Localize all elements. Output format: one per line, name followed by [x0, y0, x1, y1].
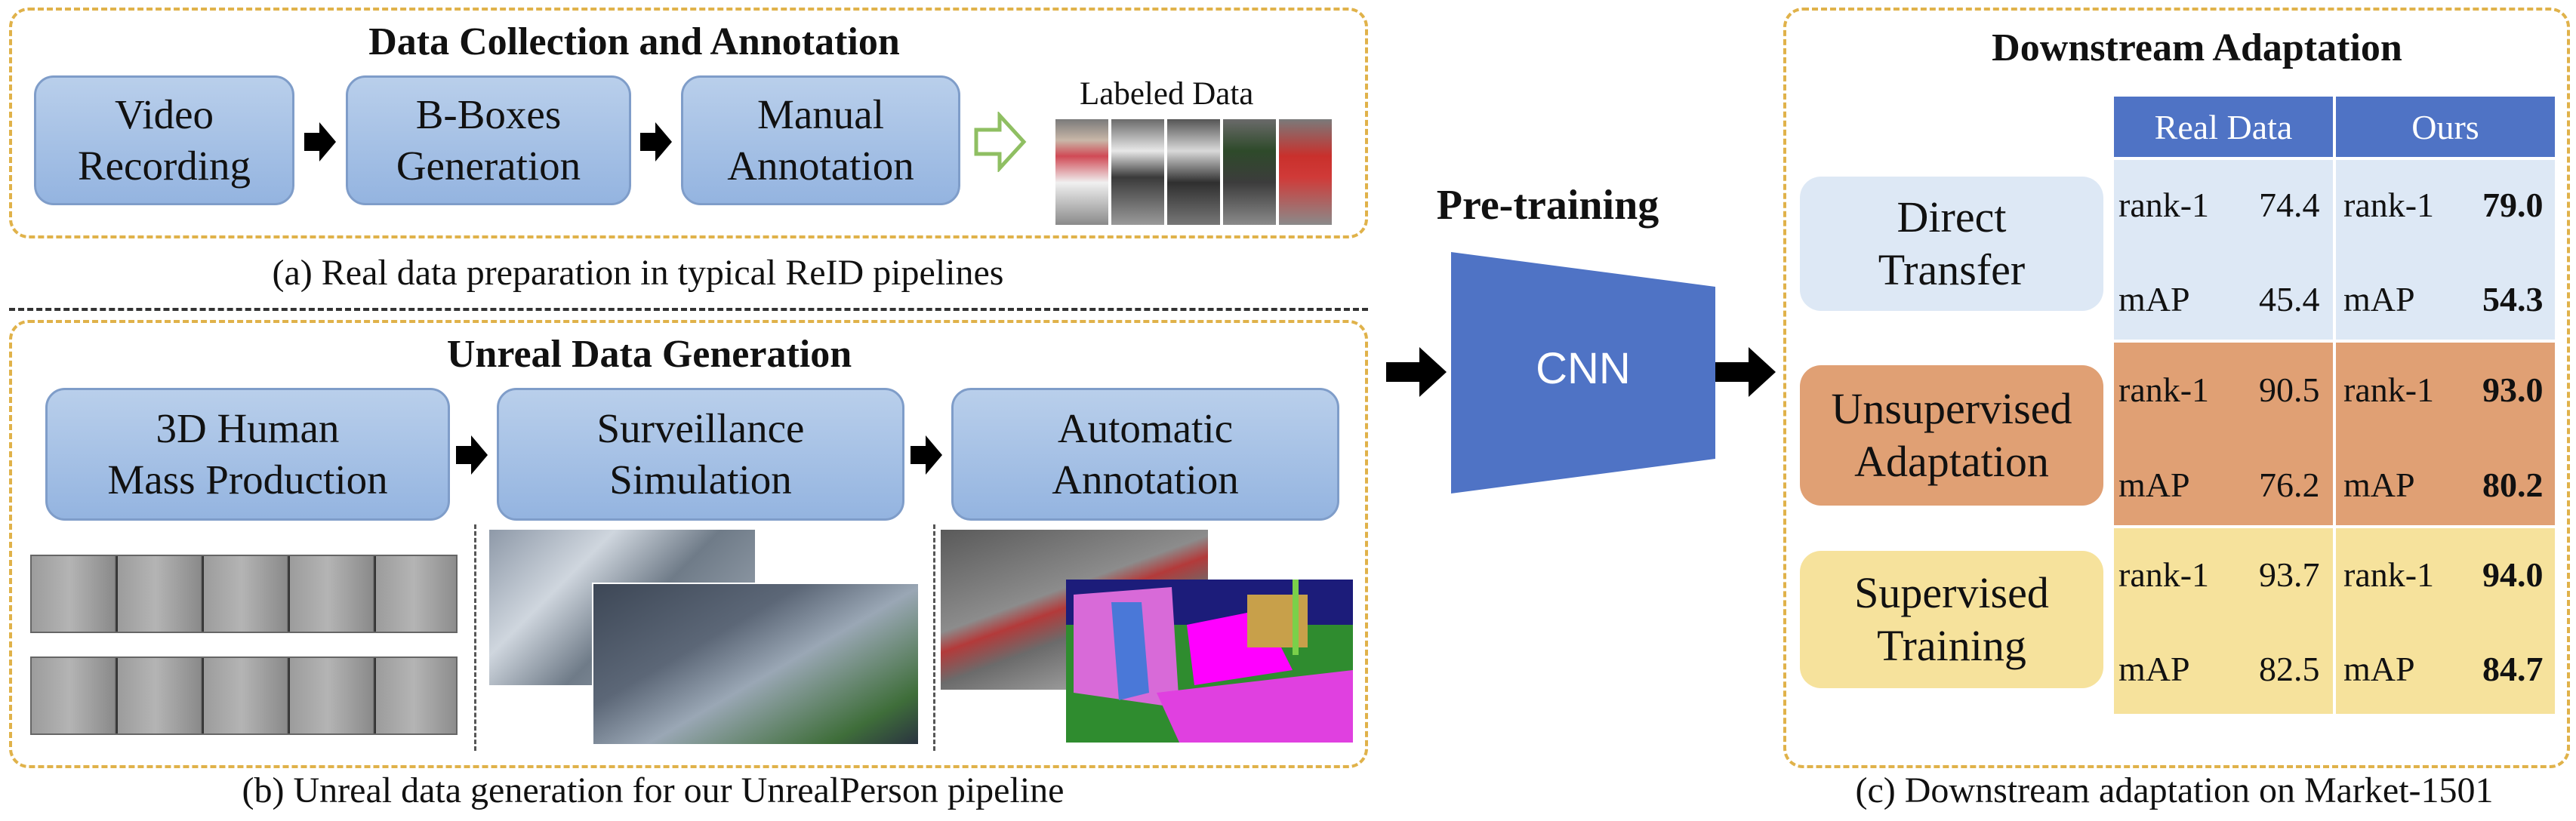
step-manual-annotation: Manual Annotation — [681, 75, 960, 205]
metric-label: rank-1 — [2343, 371, 2435, 409]
panel-b-caption: (b) Unreal data generation for our Unrea… — [242, 770, 1065, 810]
panel-b-title: Unreal Data Generation — [446, 333, 852, 376]
section-divider — [9, 308, 1368, 311]
panel-b-box — [9, 320, 1368, 768]
labeled-data-images — [1055, 119, 1332, 225]
metric-value: 93.0 — [2482, 371, 2544, 409]
metric-value: 76.2 — [2259, 466, 2320, 504]
pretraining-title: Pre-training — [1436, 182, 1659, 229]
panel-c-caption: (c) Downstream adaptation on Market-1501 — [1855, 770, 2494, 810]
panel-a-title: Data Collection and Annotation — [368, 20, 900, 63]
column-divider — [933, 524, 935, 751]
step-automatic-annotation: Automatic Annotation — [951, 388, 1339, 521]
segmentation-mask-image — [1066, 580, 1353, 743]
metric-label: rank-1 — [2343, 186, 2435, 224]
cnn-label: CNN — [1536, 344, 1631, 393]
col-header-real-data: Real Data — [2114, 97, 2333, 157]
metric-label: mAP — [2118, 466, 2190, 504]
arrow-right-icon — [911, 435, 942, 475]
metric-label: mAP — [2343, 650, 2415, 688]
pedestrian-crop-image — [1055, 119, 1108, 225]
row-label-direct-transfer: Direct Transfer — [1800, 177, 2103, 311]
table-cell-ours-direct — [2336, 160, 2555, 340]
metric-label: rank-1 — [2343, 555, 2435, 594]
metric-value: 93.7 — [2259, 555, 2320, 594]
arrow-right-icon — [304, 122, 336, 161]
metric-value: 45.4 — [2259, 280, 2320, 318]
row-label-unsupervised-adaptation: Unsupervised Adaptation — [1800, 365, 2103, 506]
step-3d-human-mass-production: 3D Human Mass Production — [45, 388, 450, 521]
metric-value: 82.5 — [2259, 650, 2320, 688]
metric-value: 90.5 — [2259, 371, 2320, 409]
metric-value: 94.0 — [2482, 555, 2544, 594]
metric-label: mAP — [2343, 466, 2415, 504]
metric-label: rank-1 — [2118, 371, 2210, 409]
step-bboxes-generation: B-Boxes Generation — [346, 75, 631, 205]
metric-value: 80.2 — [2482, 466, 2544, 504]
step-video-recording: Video Recording — [34, 75, 294, 205]
column-divider — [474, 524, 476, 751]
pedestrian-crop-image — [1279, 119, 1332, 225]
panel-c-title: Downstream Adaptation — [1992, 26, 2402, 69]
step-surveillance-simulation: Surveillance Simulation — [497, 388, 904, 521]
table-cell-real-unsup — [2114, 343, 2333, 525]
metric-value: 79.0 — [2482, 186, 2544, 224]
hollow-arrow-icon — [974, 112, 1027, 172]
metric-value: 74.4 — [2259, 186, 2320, 224]
metric-value: 54.3 — [2482, 280, 2544, 318]
row-label-supervised-training: Supervised Training — [1800, 551, 2103, 688]
panel-a-caption: (a) Real data preparation in typical ReI… — [272, 253, 1004, 293]
col-header-ours: Ours — [2336, 97, 2555, 157]
input-arrow-icon — [1386, 347, 1447, 397]
metric-label: rank-1 — [2118, 186, 2210, 224]
panel-c-box — [1783, 8, 2570, 768]
synthetic-humans-row-1-image — [30, 555, 458, 633]
labeled-data-title: Labeled Data — [1080, 76, 1254, 112]
metric-label: mAP — [2343, 280, 2415, 318]
arrow-right-icon — [456, 435, 488, 475]
metric-label: rank-1 — [2118, 555, 2210, 594]
pedestrian-crop-image — [1111, 119, 1164, 225]
pedestrian-crop-image — [1223, 119, 1276, 225]
panel-a-box — [9, 8, 1368, 238]
table-cell-ours-sup — [2336, 528, 2555, 714]
city-scene-front-image — [592, 583, 920, 746]
metric-label: mAP — [2118, 650, 2190, 688]
metric-label: mAP — [2118, 280, 2190, 318]
cnn-trapezoid-icon — [1451, 252, 1715, 494]
table-cell-real-sup — [2114, 528, 2333, 714]
metric-value: 84.7 — [2482, 650, 2544, 688]
output-arrow-icon — [1715, 347, 1776, 397]
arrow-right-icon — [640, 122, 672, 161]
pedestrian-crop-image — [1167, 119, 1220, 225]
table-cell-ours-unsup — [2336, 343, 2555, 525]
synthetic-humans-row-2-image — [30, 656, 458, 735]
table-cell-real-direct — [2114, 160, 2333, 340]
